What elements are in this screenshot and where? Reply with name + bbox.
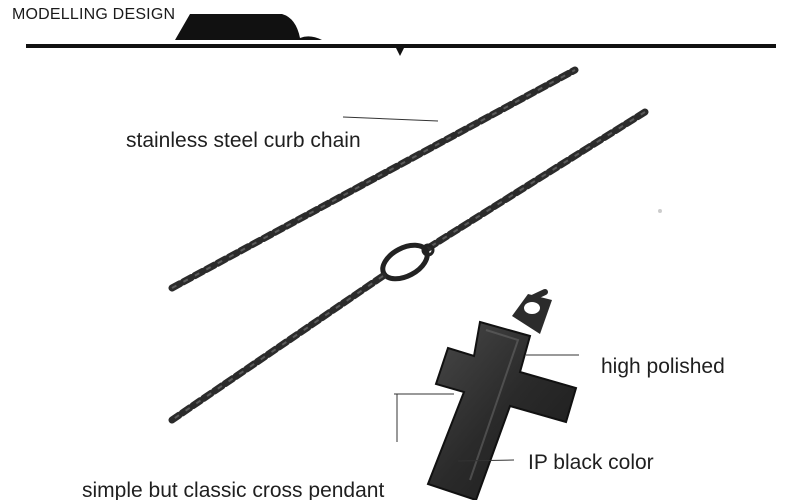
page-title: MODELLING DESIGN bbox=[12, 6, 176, 23]
header-decor bbox=[26, 14, 776, 56]
header-tab-shape bbox=[175, 14, 322, 40]
decor-dot bbox=[658, 209, 662, 213]
header-arrow-icon bbox=[396, 48, 404, 56]
header-rule bbox=[26, 44, 776, 48]
cross-pendant bbox=[426, 320, 578, 500]
callout-chain: stainless steel curb chain bbox=[126, 129, 361, 152]
callout-line-color bbox=[457, 459, 515, 462]
chain-strand-lower bbox=[168, 272, 387, 424]
product-photo bbox=[168, 66, 662, 500]
pendant-bail bbox=[512, 294, 552, 334]
callout-color: IP black color bbox=[528, 451, 654, 474]
callout-polished: high polished bbox=[601, 355, 725, 378]
chain-clasp bbox=[380, 242, 435, 282]
callout-line-chain bbox=[342, 116, 439, 122]
header: MODELLING DESIGN bbox=[0, 0, 800, 62]
callout-pendant: simple but classic cross pendant bbox=[82, 479, 385, 500]
